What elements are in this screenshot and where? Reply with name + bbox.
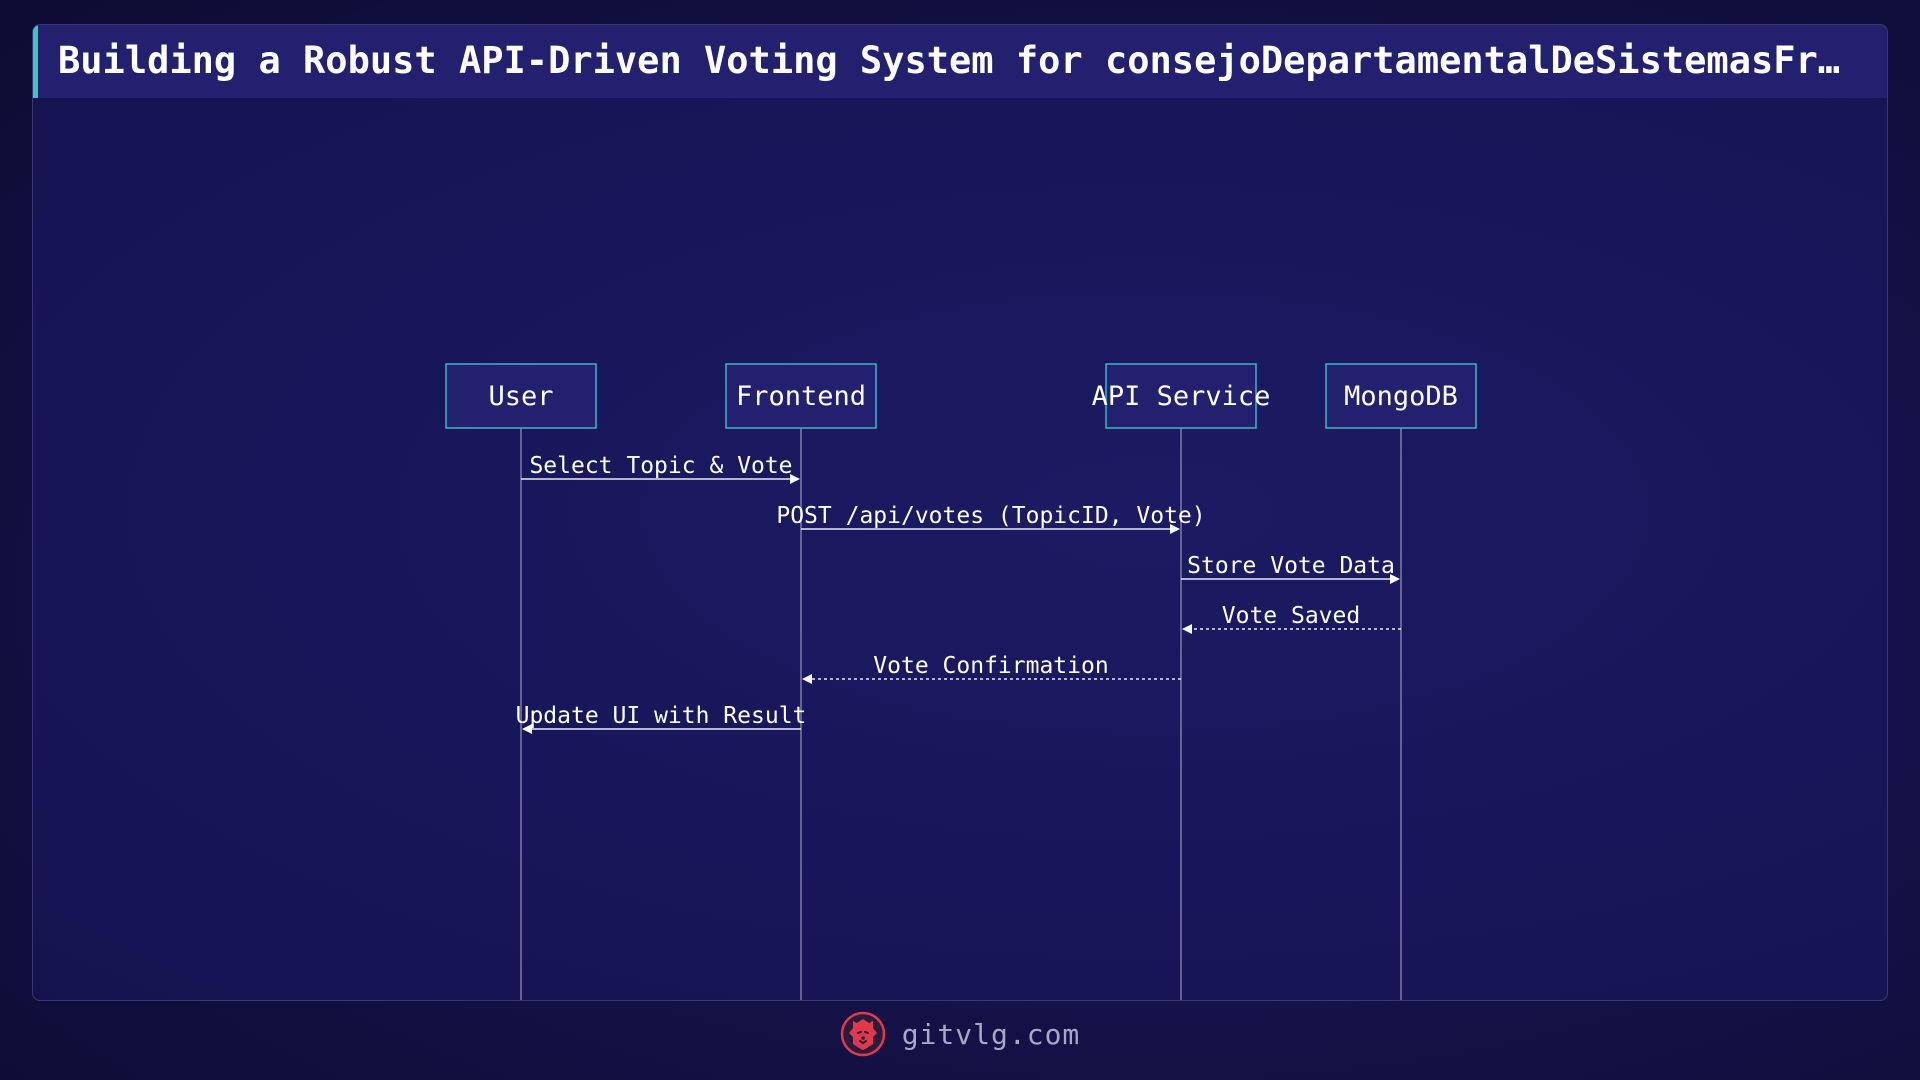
participant-box xyxy=(725,363,877,429)
diagram-panel: Building a Robust API-Driven Voting Syst… xyxy=(32,24,1888,1001)
participant-label: API Service xyxy=(1092,381,1271,412)
title-bar: Building a Robust API-Driven Voting Syst… xyxy=(33,25,1887,98)
message-vote-saved: Vote Saved xyxy=(1182,603,1401,634)
arrow-head xyxy=(522,724,532,734)
participant-label: MongoDB xyxy=(1344,381,1458,412)
participant-box xyxy=(1105,363,1257,429)
message-label: Update UI with Result xyxy=(516,703,807,729)
participant-label: User xyxy=(488,381,553,412)
participant-box xyxy=(1325,363,1477,429)
sequence-diagram: User Frontend API Service MongoDB Select Top… xyxy=(445,363,1477,1000)
participant-frontend: Frontend xyxy=(725,363,877,429)
message-store-vote-data: Store Vote Data xyxy=(1181,553,1400,584)
arrow-head xyxy=(802,674,812,684)
footer-site-name[interactable]: gitvlg.com xyxy=(901,1017,1081,1051)
message-label: Vote Saved xyxy=(1222,603,1360,629)
participant-user: User xyxy=(445,363,597,429)
message-label: POST /api/votes (TopicID, Vote) xyxy=(776,503,1205,529)
message-label: Vote Confirmation xyxy=(873,653,1108,679)
lion-logo-icon xyxy=(840,1011,885,1057)
participant-api-service: API Service xyxy=(1092,363,1271,429)
message-update-ui-with-result: Update UI with Result xyxy=(516,703,807,734)
message-vote-confirmation: Vote Confirmation xyxy=(802,653,1181,684)
message-select-topic-vote: Select Topic & Vote xyxy=(521,453,800,484)
footer: gitvlg.com xyxy=(0,1010,1920,1058)
message-post-api-votes-topicid-vote: POST /api/votes (TopicID, Vote) xyxy=(776,503,1206,534)
message-label: Select Topic & Vote xyxy=(529,453,792,479)
arrow-head xyxy=(1182,624,1192,634)
arrow-head xyxy=(1390,574,1400,584)
participant-label: Frontend xyxy=(736,381,866,412)
participant-mongodb: MongoDB xyxy=(1325,363,1477,429)
arrow-head xyxy=(790,474,800,484)
participant-box xyxy=(445,363,597,429)
message-label: Store Vote Data xyxy=(1187,553,1395,579)
arrow-head xyxy=(1170,524,1180,534)
